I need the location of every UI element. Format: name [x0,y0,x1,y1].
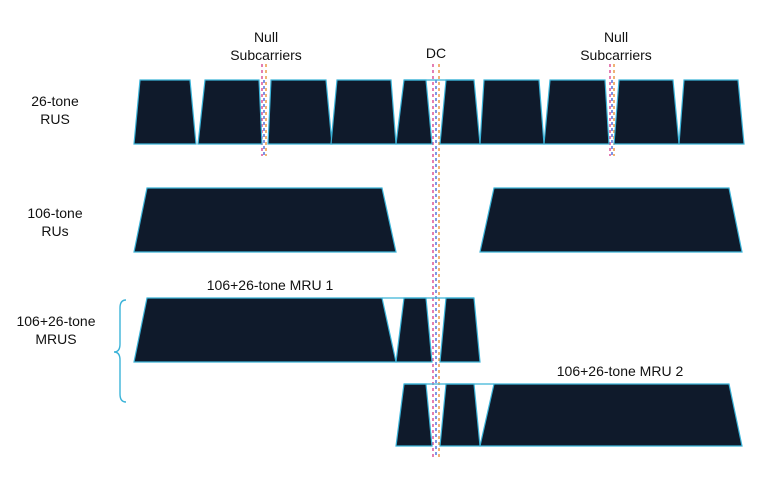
row-label-26-tone: 26-tone RUS [31,93,79,127]
mru1-label: 106+26-tone MRU 1 [206,277,334,293]
row-label-106-tone: 106-tone RUs [27,205,83,239]
ru106-block-2 [479,187,743,253]
ru26-block-7 [479,79,545,145]
ru26-block-8 [543,79,610,145]
ru26-block-1 [133,79,197,145]
mru2-26-block-a [395,383,433,447]
null-subcarriers-label-right: Null Subcarriers [580,29,652,63]
mru1-26-block-a [395,297,433,363]
row-106-tone-blocks [133,187,743,253]
ru106-block-1 [133,187,397,253]
ru26-block-10 [678,79,745,145]
mru2-label: 106+26-tone MRU 2 [556,363,684,379]
ru26-block-2 [197,79,263,145]
mru1-26-block-b [439,297,481,363]
mru1-106-block [133,297,397,363]
null-subcarriers-label-left: Null Subcarriers [230,29,302,63]
row-label-mru: 106+26-tone MRUS [16,313,96,347]
mru-bracket [113,299,127,403]
ru26-block-4 [330,79,397,145]
ru26-block-9 [613,79,680,145]
row-26-tone-blocks [133,79,745,145]
mru1-blocks [133,297,481,363]
dc-label: DC [425,45,447,61]
mru2-106-block [479,383,743,447]
ru26-block-5 [395,79,433,145]
dashed-guides [261,64,615,458]
mru2-blocks [395,383,743,447]
ru26-block-6 [439,79,481,145]
ru26-block-3 [267,79,333,145]
mru2-26-block-b [439,383,481,447]
